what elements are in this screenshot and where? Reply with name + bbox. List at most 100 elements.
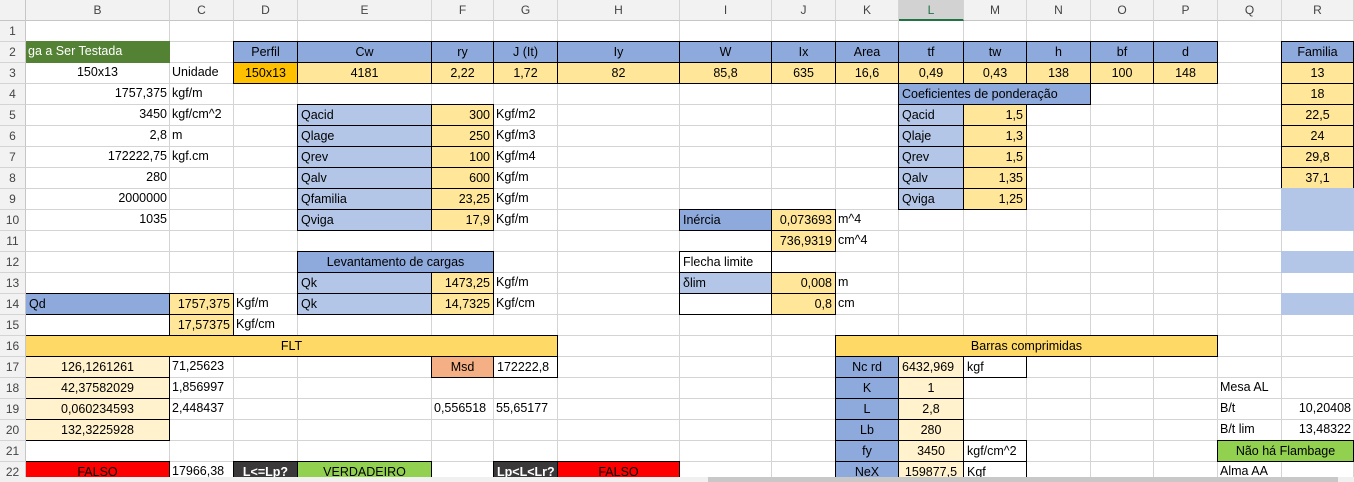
cell-k18[interactable]: K bbox=[835, 377, 899, 399]
cell-l20[interactable]: 280 bbox=[898, 419, 964, 441]
cell-b18[interactable]: 42,37582029 bbox=[25, 377, 170, 399]
cell-p3[interactable]: 148 bbox=[1153, 62, 1218, 84]
column-header-c[interactable]: C bbox=[170, 0, 234, 21]
cell-l18[interactable]: 1 bbox=[898, 377, 964, 399]
cell-m17[interactable]: kgf bbox=[963, 356, 1027, 378]
cell-i14[interactable] bbox=[679, 293, 772, 315]
cell-l3[interactable]: 0,49 bbox=[898, 62, 964, 84]
cell-l5[interactable]: Qacid bbox=[898, 104, 964, 126]
cell-d2[interactable]: Perfil bbox=[233, 41, 298, 63]
cell-f17[interactable]: Msd bbox=[431, 356, 494, 378]
cell-j2[interactable]: Ix bbox=[771, 41, 836, 63]
cell-k16[interactable]: Barras comprimidas bbox=[835, 335, 1218, 357]
cell-q18[interactable]: Mesa AL bbox=[1220, 380, 1269, 394]
row-header-7[interactable]: 7 bbox=[0, 147, 26, 168]
cell-c17[interactable]: 71,25623 bbox=[172, 359, 225, 373]
cell-e7[interactable]: Qrev bbox=[297, 146, 432, 168]
cell-c5[interactable]: kgf/cm^2 bbox=[172, 107, 222, 121]
cell-f19[interactable]: 0,556518 bbox=[434, 401, 487, 415]
cell-f14[interactable]: 14,7325 bbox=[431, 293, 494, 315]
cell-l8[interactable]: Qalv bbox=[898, 167, 964, 189]
cell-b7[interactable]: 172222,75 bbox=[107, 149, 167, 163]
cell-e5[interactable]: Qacid bbox=[297, 104, 432, 126]
row-header-2[interactable]: 2 bbox=[0, 42, 26, 63]
cell-m8[interactable]: 1,35 bbox=[963, 167, 1027, 189]
cell-g10[interactable]: Kgf/m bbox=[496, 212, 529, 226]
cell-c6[interactable]: m bbox=[172, 128, 183, 142]
column-header-q[interactable]: Q bbox=[1218, 0, 1282, 21]
column-header-n[interactable]: N bbox=[1027, 0, 1091, 21]
cell-b8[interactable]: 280 bbox=[146, 170, 167, 184]
cell-m22[interactable]: Kgf bbox=[963, 461, 1027, 482]
cell-m6[interactable]: 1,3 bbox=[963, 125, 1027, 147]
cell-i3[interactable]: 85,8 bbox=[679, 62, 772, 84]
cell-k22[interactable]: NeX bbox=[835, 461, 899, 482]
column-header-m[interactable]: M bbox=[964, 0, 1027, 21]
cell-d15[interactable]: Kgf/cm bbox=[236, 317, 275, 331]
cell-q22[interactable]: Alma AA bbox=[1220, 464, 1268, 478]
cell-b17[interactable]: 126,1261261 bbox=[25, 356, 170, 378]
cell-g17[interactable]: 172222,8 bbox=[493, 356, 558, 378]
cell-b5[interactable]: 3450 bbox=[139, 107, 167, 121]
cell-b9[interactable]: 2000000 bbox=[118, 191, 167, 205]
cell-l2[interactable]: tf bbox=[898, 41, 964, 63]
cell-b2[interactable]: ga a Ser Testada bbox=[25, 41, 170, 63]
cell-r5[interactable]: 22,5 bbox=[1281, 104, 1354, 126]
cell-g14[interactable]: Kgf/cm bbox=[496, 296, 535, 310]
cell-m7[interactable]: 1,5 bbox=[963, 146, 1027, 168]
cell-m9[interactable]: 1,25 bbox=[963, 188, 1027, 210]
column-header-j[interactable]: J bbox=[772, 0, 836, 21]
row-header-11[interactable]: 11 bbox=[0, 231, 26, 252]
cell-g13[interactable]: Kgf/m bbox=[496, 275, 529, 289]
cell-r4[interactable]: 18 bbox=[1281, 83, 1354, 105]
cell-c4[interactable]: kgf/m bbox=[172, 86, 203, 100]
row-header-16[interactable]: 16 bbox=[0, 336, 26, 357]
cell-m21[interactable]: kgf/cm^2 bbox=[963, 440, 1027, 462]
cell-f6[interactable]: 250 bbox=[431, 125, 494, 147]
cell-r19[interactable]: 10,20408 bbox=[1298, 401, 1351, 415]
cell-k13[interactable]: m bbox=[838, 275, 849, 289]
scrollbar-thumb[interactable] bbox=[708, 477, 1338, 482]
cell-b20[interactable]: 132,3225928 bbox=[25, 419, 170, 441]
cell-g3[interactable]: 1,72 bbox=[493, 62, 558, 84]
cell-q21[interactable]: Não há Flambage bbox=[1217, 440, 1354, 462]
row-header-17[interactable]: 17 bbox=[0, 357, 26, 378]
cell-l7[interactable]: Qrev bbox=[898, 146, 964, 168]
row-header-13[interactable]: 13 bbox=[0, 273, 26, 294]
cell-b22[interactable]: FALSO bbox=[25, 461, 170, 482]
column-header-l[interactable]: L bbox=[899, 0, 964, 21]
column-header-f[interactable]: F bbox=[432, 0, 494, 21]
cell-l22[interactable]: 159877,5 bbox=[898, 461, 964, 482]
cell-i10[interactable]: Inércia bbox=[679, 209, 772, 231]
cell-r7[interactable]: 29,8 bbox=[1281, 146, 1354, 168]
row-header-14[interactable]: 14 bbox=[0, 294, 26, 315]
cell-e12[interactable]: Levantamento de cargas bbox=[297, 251, 494, 273]
row-header-6[interactable]: 6 bbox=[0, 126, 26, 147]
select-all-corner[interactable] bbox=[0, 0, 26, 21]
cell-r9[interactable] bbox=[1281, 188, 1354, 210]
cell-h2[interactable]: Iy bbox=[557, 41, 680, 63]
column-header-p[interactable]: P bbox=[1154, 0, 1218, 21]
cell-f5[interactable]: 300 bbox=[431, 104, 494, 126]
cell-k20[interactable]: Lb bbox=[835, 419, 899, 441]
cell-g7[interactable]: Kgf/m4 bbox=[496, 149, 536, 163]
cell-g2[interactable]: J (It) bbox=[493, 41, 558, 63]
cell-g5[interactable]: Kgf/m2 bbox=[496, 107, 536, 121]
cell-l4[interactable]: Coeficientes de ponderação bbox=[898, 83, 1091, 105]
cell-r14[interactable] bbox=[1281, 293, 1354, 315]
row-header-4[interactable]: 4 bbox=[0, 84, 26, 105]
cell-f2[interactable]: ry bbox=[431, 41, 494, 63]
cell-h3[interactable]: 82 bbox=[557, 62, 680, 84]
row-header-21[interactable]: 21 bbox=[0, 441, 26, 462]
cell-b4[interactable]: 1757,375 bbox=[114, 86, 167, 100]
cell-f3[interactable]: 2,22 bbox=[431, 62, 494, 84]
row-header-18[interactable]: 18 bbox=[0, 378, 26, 399]
cell-m5[interactable]: 1,5 bbox=[963, 104, 1027, 126]
cell-m2[interactable]: tw bbox=[963, 41, 1027, 63]
cell-i12[interactable]: Flecha limite bbox=[679, 251, 772, 273]
column-header-b[interactable]: B bbox=[26, 0, 170, 21]
cell-r10[interactable] bbox=[1281, 209, 1354, 231]
cell-c22[interactable]: 17966,38 bbox=[172, 464, 225, 478]
cell-b19[interactable]: 0,060234593 bbox=[25, 398, 170, 420]
